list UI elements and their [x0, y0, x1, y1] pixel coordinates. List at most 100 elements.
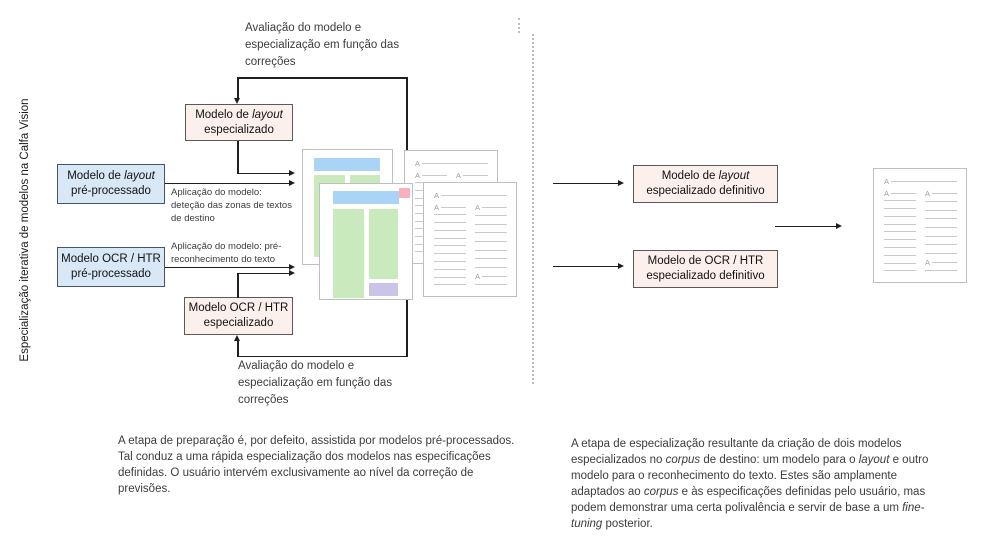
text-line-row: [434, 235, 466, 241]
text-line-row: [434, 220, 466, 226]
text-line: [434, 284, 466, 286]
arrowhead-into-layout-specialized: [234, 98, 241, 104]
text-line-row: A: [925, 188, 957, 198]
text-line: [475, 267, 507, 269]
feedback-bottom-line-right: [406, 299, 408, 357]
text-line: [422, 162, 488, 164]
text-line-row: A: [475, 202, 507, 212]
box-layout-specialized-label: Modelo de layout especializado: [195, 108, 283, 136]
text-line-row: [475, 221, 507, 227]
text-line-row: [884, 198, 916, 204]
text-line: [441, 194, 507, 196]
text-line: [925, 235, 957, 237]
caption-specialization-stage: A etapa de especialização resultante da …: [571, 438, 929, 530]
text-line-row: [475, 282, 507, 288]
arrowhead-ocr-pre-to-docs: [289, 264, 295, 270]
feedback-top-line-right: [406, 77, 408, 150]
box-layout-specialized: Modelo de layout especializado: [185, 104, 293, 141]
text-line: [884, 215, 916, 217]
layout-pink-block: [399, 188, 410, 198]
text-line-row: [434, 212, 466, 218]
text-line-row: [434, 282, 466, 288]
a-marker: A: [925, 188, 931, 198]
text-line: [434, 253, 466, 255]
layout-purple-block: [369, 283, 398, 296]
text-line: [482, 275, 507, 277]
text-line-row: [475, 239, 507, 245]
text-line: [932, 261, 957, 263]
a-marker: A: [475, 271, 481, 281]
text-line: [475, 232, 507, 234]
layout-document-front: [319, 183, 413, 300]
text-line: [434, 268, 466, 270]
box-ocr-specialized-label: Modelo OCR / HTR especializado: [188, 302, 289, 329]
text-line: [925, 244, 957, 246]
text-line-row: [475, 256, 507, 262]
text-line: [434, 237, 466, 239]
feedback-label-top: Avaliação do modelo e especialização em …: [245, 22, 400, 68]
text-line-row: [925, 216, 957, 222]
text-line: [884, 223, 916, 225]
box-layout-preprocessed-label: Modelo de layout pré-processado: [67, 170, 155, 197]
text-page-heading-row: A: [884, 177, 957, 185]
text-line-row: [925, 242, 957, 248]
text-line: [925, 253, 957, 255]
feedback-label-bottom: Avaliação do modelo e especialização em …: [238, 360, 393, 406]
text-line: [891, 180, 957, 182]
text-line: [475, 215, 507, 217]
text-line-row: [434, 259, 466, 265]
text-line: [884, 231, 916, 233]
apply-layout-annotation: Aplicação do modelo: deteção das zonas d…: [171, 187, 292, 224]
layout-spec-elbow-horizontal: [237, 172, 290, 174]
text-line-row: [884, 237, 916, 243]
text-line: [434, 245, 466, 247]
layout-title-block: [314, 158, 380, 171]
box-ocr-preprocessed: Modelo OCR / HTR pré-processado: [57, 247, 165, 287]
text-page-column: A: [434, 203, 466, 288]
box-layout-preprocessed: Modelo de layout pré-processado: [57, 164, 165, 204]
text-line-row: A: [925, 257, 957, 267]
text-line: [475, 223, 507, 225]
text-line-row: [925, 233, 957, 239]
text-line-row: A: [415, 171, 447, 179]
text-line: [925, 270, 957, 272]
text-line-row: [925, 225, 957, 231]
divider-dotted-top-segment: [518, 18, 520, 33]
text-line-row: [884, 245, 916, 251]
text-line-row: [925, 268, 957, 274]
text-line: [475, 284, 507, 286]
feedback-top-line-horizontal: [237, 77, 407, 79]
arrowhead-to-layout-final: [618, 180, 624, 186]
arrowhead-ocr-spec-to-docs: [289, 270, 295, 276]
text-line: [884, 254, 916, 256]
ocr-spec-elbow-horizontal: [237, 272, 290, 274]
feedback-top-line-left: [237, 77, 239, 99]
text-line: [434, 276, 466, 278]
text-line: [884, 239, 916, 241]
text-line: [475, 258, 507, 260]
text-line-row: [475, 247, 507, 253]
text-line: [434, 261, 466, 263]
ocr-spec-elbow-vertical: [237, 272, 239, 298]
arrow-to-layout-final-line: [553, 182, 619, 184]
arrowhead-layout-spec-to-docs: [289, 170, 295, 176]
box-ocr-preprocessed-label: Modelo OCR / HTR pré-processado: [61, 253, 161, 280]
text-line: [475, 241, 507, 243]
box-ocr-final-label: Modelo de OCR / HTR especializado defini…: [646, 255, 765, 282]
layout-text-column-block: [369, 209, 398, 279]
a-marker: A: [434, 190, 440, 200]
layout-title-block: [333, 191, 399, 204]
text-page-heading-row: A: [434, 191, 507, 199]
text-line: [434, 222, 466, 224]
text-line-row: [925, 251, 957, 257]
arrowhead-layout-pre-to-docs: [289, 180, 295, 186]
text-line-row: [475, 213, 507, 219]
a-marker: A: [925, 257, 931, 267]
text-line: [925, 201, 957, 203]
a-marker: A: [475, 202, 481, 212]
